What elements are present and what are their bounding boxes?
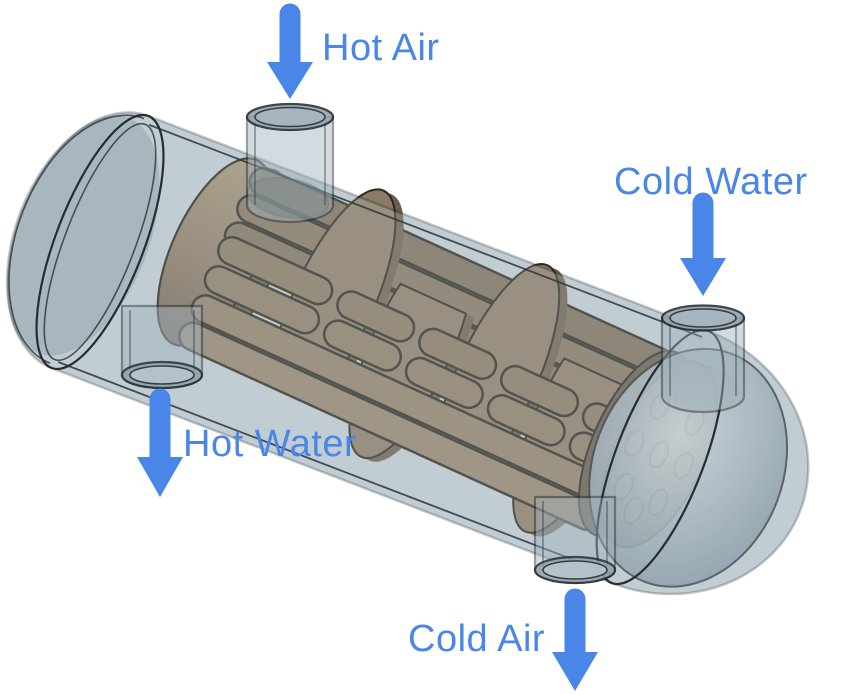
cold-water-arrow-icon [680,192,726,296]
nozzle-hot-water [120,304,204,390]
left-head-interior [6,115,160,356]
nozzle-cold-air [533,495,617,585]
tubes-lower [177,294,615,532]
hot-water-arrow-icon [137,388,183,497]
hot-air-arrow-icon [267,3,313,99]
cold-air-label: Cold Air [408,618,545,660]
right-head-dome [588,347,789,588]
nozzle-hot-air [245,102,335,224]
left-head-rim-inner [43,122,157,362]
left-head-inner-line [8,114,145,364]
tube-bundle [156,157,719,549]
hot-water-label: Hot Water [183,423,357,465]
shell-front [5,111,810,596]
nozzle-cold-water [660,304,746,414]
hot-air-label: Hot Air [322,27,440,69]
cold-water-label: Cold Water [614,161,808,203]
shell-wall-line-top [148,124,703,338]
cold-air-arrow-icon [552,588,598,691]
